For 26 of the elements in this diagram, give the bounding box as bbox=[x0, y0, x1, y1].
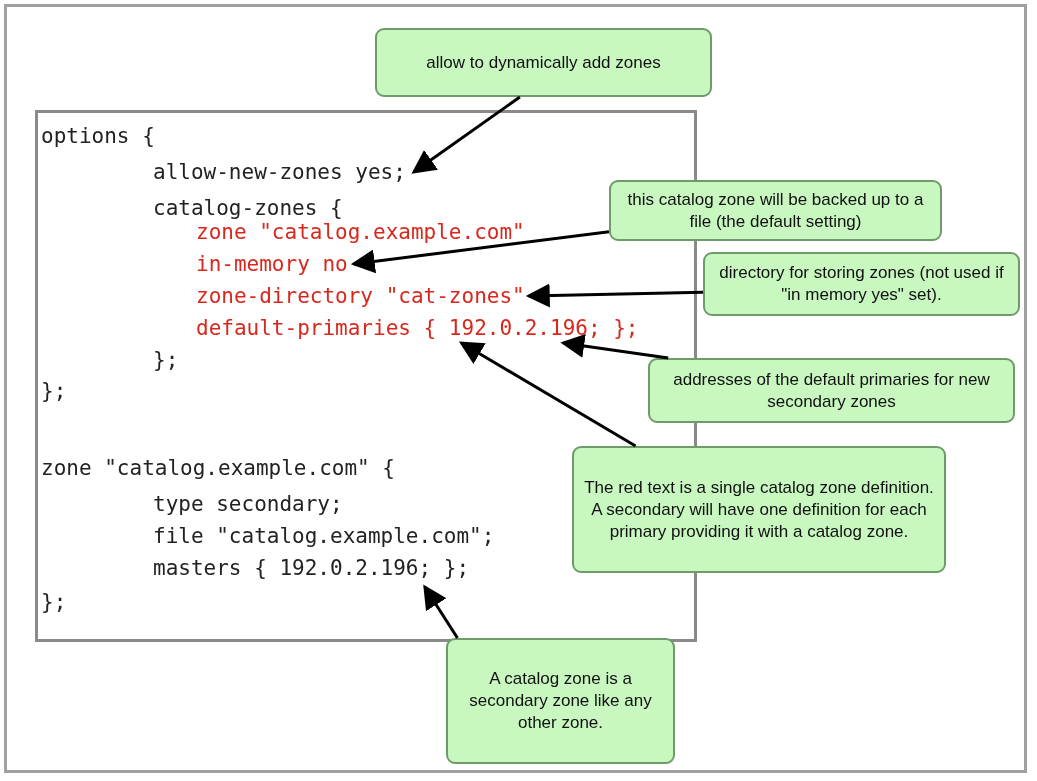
arrow bbox=[423, 584, 459, 639]
code-line: zone "catalog.example.com" { bbox=[41, 455, 395, 481]
callout-box: allow to dynamically add zones bbox=[375, 28, 712, 97]
code-line: }; bbox=[153, 347, 179, 373]
callout-box: directory for storing zones (not used if "in memory yes" set). bbox=[703, 252, 1020, 316]
code-line: masters { 192.0.2.196; }; bbox=[153, 555, 470, 581]
callout-box: The red text is a single catalog zone definition. A secondary will have one definition for each primary providing it with a catalog zone. bbox=[572, 446, 946, 573]
code-line: zone-directory "cat-zones" bbox=[196, 283, 525, 309]
code-line: default-primaries { 192.0.2.196; }; bbox=[196, 315, 639, 341]
arrow bbox=[458, 341, 637, 448]
callout-box: A catalog zone is a secondary zone like any other zone. bbox=[446, 638, 675, 764]
arrow bbox=[411, 95, 521, 174]
arrow bbox=[525, 283, 704, 308]
code-line: zone "catalog.example.com" bbox=[196, 219, 525, 245]
code-line: in-memory no bbox=[196, 251, 348, 277]
code-line: }; bbox=[41, 589, 67, 615]
code-line: }; bbox=[41, 378, 67, 404]
code-line: catalog-zones { bbox=[153, 195, 343, 221]
arrow bbox=[350, 230, 610, 274]
code-line: file "catalog.example.com"; bbox=[153, 523, 495, 549]
callout-box: this catalog zone will be backed up to a file (the default setting) bbox=[609, 180, 942, 241]
arrow bbox=[560, 334, 669, 360]
code-line: type secondary; bbox=[153, 491, 343, 517]
code-line: allow-new-zones yes; bbox=[153, 159, 406, 185]
code-line: options { bbox=[41, 123, 155, 149]
callout-box: addresses of the default primaries for new secondary zones bbox=[648, 358, 1015, 423]
